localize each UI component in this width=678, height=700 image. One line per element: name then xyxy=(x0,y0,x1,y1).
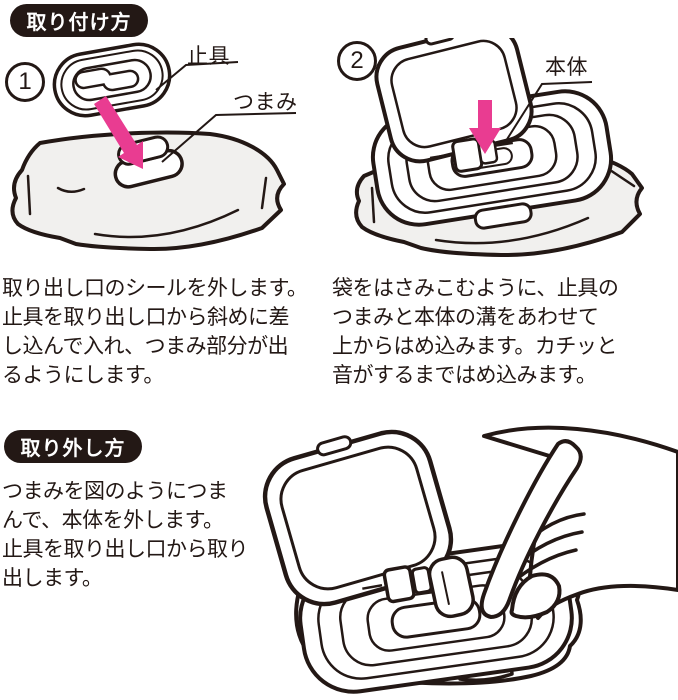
insert-arrow-icon xyxy=(94,96,143,169)
wipes-pouch xyxy=(10,130,286,252)
hinge xyxy=(429,137,514,173)
step-2-number: 2 xyxy=(337,41,377,81)
step2-illustration xyxy=(354,38,644,258)
stopper-label-leader xyxy=(155,61,239,91)
hand xyxy=(479,425,678,620)
press-down-arrow-icon xyxy=(469,100,501,154)
middle-fingertip xyxy=(509,572,562,620)
step1-illustration xyxy=(10,42,297,252)
tab-label-leader xyxy=(161,112,297,163)
detach-section-badge: 取り外し方 xyxy=(4,430,142,463)
index-finger xyxy=(479,439,583,619)
step1-description: 取り出し口のシールを外します。 止具を取り出し口から斜めに差 し込んで入れ、つま… xyxy=(2,277,308,387)
stopper-piece xyxy=(52,42,172,118)
tab-label: つまみ xyxy=(233,91,298,114)
detach-description: つまみを図のようにつま んで、本体を外します。 止具を取り出し口から取り 出しま… xyxy=(2,480,249,590)
open-cap xyxy=(262,429,454,607)
removal-illustration xyxy=(262,425,678,694)
body-label: 本体 xyxy=(545,56,588,79)
attach-section-badge: 取り付け方 xyxy=(10,4,148,37)
stopper-tab-pinched xyxy=(427,555,475,619)
body-label-leader xyxy=(503,81,593,145)
step2-description: 袋をはさみこむように、止具の つまみと本体の溝をあわせて 上からはめ込みます。カ… xyxy=(332,277,619,387)
step-1-number: 1 xyxy=(5,62,45,102)
stopper-label: 止具 xyxy=(187,45,230,68)
